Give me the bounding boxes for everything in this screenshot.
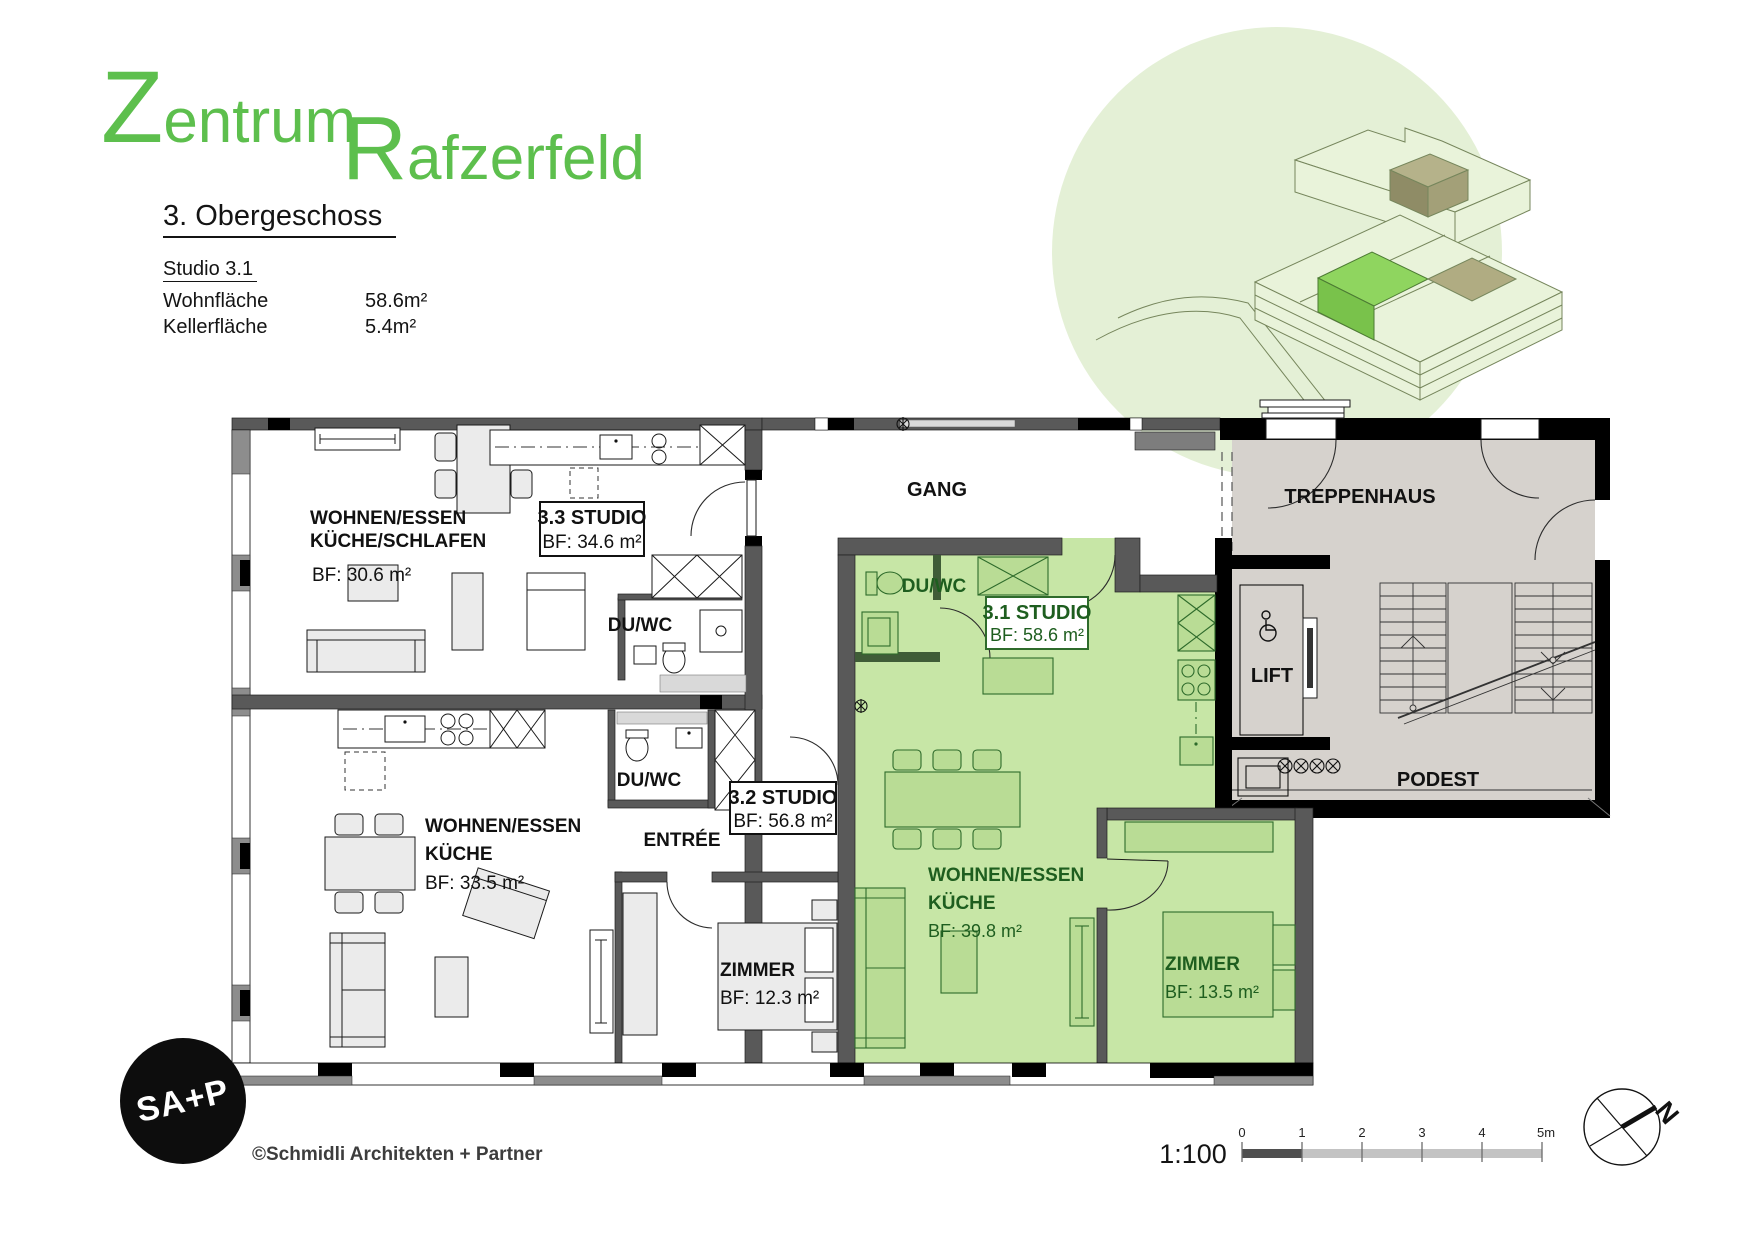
lift-label: LIFT	[1251, 665, 1293, 687]
road-line	[1117, 296, 1369, 456]
studio32-tag-area: BF: 56.8 m²	[733, 811, 832, 832]
info-label: Wohnfläche	[163, 290, 269, 312]
lower-building-isometric	[1253, 214, 1564, 401]
studio31-bath-label: DU/WC	[902, 576, 967, 597]
dining-table	[884, 771, 1021, 828]
studio32-tag-box	[729, 781, 837, 835]
studio33-tag-area: BF: 34.6 m²	[542, 532, 641, 553]
studio31-living-area: BF: 39.8 m²	[928, 921, 1022, 941]
studio32-room-label: ZIMMER	[720, 960, 795, 981]
studio33-living-label2: KÜCHE/SCHLAFEN	[310, 531, 486, 552]
wardrobe	[622, 892, 658, 1036]
studio31-furniture	[854, 556, 1296, 1049]
studio32-tag: 3.2 STUDIO	[729, 787, 838, 809]
road-line	[1095, 310, 1361, 473]
scale-tick: 3	[1418, 1125, 1425, 1140]
studio31-room-label: ZIMMER	[1165, 954, 1240, 975]
logo-zentrum: Zentrum	[101, 56, 356, 158]
unit-info-block: Studio 3.1 Wohnfläche 58.6m² Kellerfläch…	[163, 258, 463, 340]
studio32-furniture	[324, 709, 839, 1053]
studio33-tag-box	[539, 501, 645, 557]
info-value: 58.6m²	[365, 290, 428, 312]
studio33-living-label: WOHNEN/ESSEN	[310, 508, 466, 529]
unit-info-title: Studio 3.1	[163, 258, 258, 282]
info-label: Kellerfläche	[163, 316, 268, 338]
info-row-wohnflaeche: Wohnfläche 58.6m²	[163, 288, 463, 314]
studio32-bath-label: DU/WC	[617, 770, 682, 791]
stairs	[1232, 582, 1596, 791]
studio31-living-label2: KÜCHE	[928, 893, 996, 914]
site-location-sketch	[1052, 27, 1564, 477]
logo-rafzerfeld: Rafzerfeld	[342, 104, 645, 194]
studio33-furniture	[306, 424, 747, 693]
studio31-room-area: BF: 13.5 m²	[1165, 982, 1259, 1002]
copyright-text: ©Schmidli Architekten + Partner	[252, 1144, 543, 1165]
page-title: 3. Obergeschoss	[163, 200, 397, 238]
scale-ratio: 1:100	[1159, 1139, 1227, 1169]
logo-r-initial: R	[342, 99, 407, 199]
bed	[347, 564, 399, 602]
stairwell-label: TREPPENHAUS	[1284, 486, 1435, 508]
scale-tick: 1	[1298, 1125, 1305, 1140]
architect-logo: SA+P	[120, 1038, 246, 1164]
studio31-tag: 3.1 STUDIO	[983, 602, 1092, 624]
scale-tick: 0	[1238, 1125, 1245, 1140]
stairwell-interior	[1232, 582, 1596, 797]
info-value: 5.4m²	[365, 316, 417, 338]
studio31-living-label: WOHNEN/ESSEN	[928, 865, 1084, 886]
studio31-tag-box	[985, 596, 1089, 650]
electrical-panel	[1237, 757, 1341, 797]
lift-car	[1239, 584, 1304, 736]
north-arrow-icon: N	[1583, 1088, 1685, 1166]
studio33-living-area: BF: 30.6 m²	[312, 565, 411, 586]
scale-tick: 4	[1478, 1125, 1485, 1140]
studio31-tag-area: BF: 58.6 m²	[990, 625, 1084, 645]
north-label: N	[1649, 1096, 1685, 1130]
dining-table	[324, 836, 416, 891]
studio31-door-floor	[1062, 538, 1115, 555]
info-row-kellerflaeche: Kellerfläche 5.4m²	[163, 314, 463, 340]
studio33-bath-label: DU/WC	[608, 615, 673, 636]
studio33-tag: 3.3 STUDIO	[538, 507, 647, 529]
room-labels: WOHNEN/ESSEN KÜCHE/SCHLAFEN BF: 30.6 m² …	[310, 479, 1479, 1009]
walls	[231, 399, 1611, 1086]
armchair	[462, 867, 551, 940]
architect-logo-text: SA+P	[132, 1071, 233, 1130]
logo-entrum-rest: entrum	[163, 87, 357, 156]
studio32-living-label2: KÜCHE	[425, 844, 493, 865]
scale-tick: 5m	[1537, 1125, 1555, 1140]
scale-bar: 1:100 0 1 2 3 4 5m	[1159, 1125, 1555, 1169]
logo-rafzerfeld-rest: afzerfeld	[407, 124, 645, 193]
kitchen-island	[982, 657, 1054, 695]
wheelchair-icon	[1259, 610, 1277, 642]
sofa	[306, 629, 426, 673]
landing-label: PODEST	[1397, 769, 1479, 791]
logo-z-initial: Z	[101, 50, 164, 164]
studio32-room-area: BF: 12.3 m²	[720, 988, 819, 1009]
studio32-entry-label: ENTRÉE	[643, 829, 720, 851]
studio32-living-label: WOHNEN/ESSEN	[425, 816, 581, 837]
survey-point-icon	[854, 417, 910, 713]
bed	[1162, 911, 1274, 1018]
studio32-living-area: BF: 33.5 m²	[425, 873, 524, 894]
wardrobe	[1124, 821, 1274, 853]
scale-tick: 2	[1358, 1125, 1365, 1140]
corridor-label: GANG	[907, 479, 967, 501]
